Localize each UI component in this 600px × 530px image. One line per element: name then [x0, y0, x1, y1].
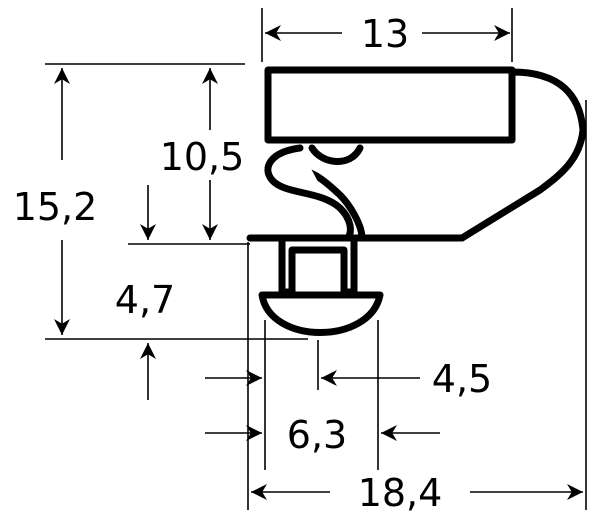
dim-label-10-5: 10,5 — [160, 135, 245, 179]
dim-label-13: 13 — [361, 12, 409, 56]
dim-label-15-2: 15,2 — [13, 185, 98, 229]
dart-head — [258, 291, 384, 336]
dim-label-6-3: 6,3 — [287, 413, 347, 457]
push-in-dart — [278, 238, 358, 296]
extension-lines — [45, 8, 587, 510]
inner-bulb — [308, 144, 364, 165]
gasket-profile — [246, 66, 587, 336]
dimension-labels: 13 10,5 15,2 4,7 4,5 6,3 18,4 — [13, 12, 493, 515]
dim-label-4-7: 4,7 — [115, 278, 175, 322]
dimension-arrows — [54, 25, 583, 500]
magnet-pocket — [264, 66, 516, 144]
dim-label-18-4: 18,4 — [358, 471, 443, 515]
s-connector — [264, 144, 354, 242]
dim-label-4-5: 4,5 — [432, 357, 492, 401]
